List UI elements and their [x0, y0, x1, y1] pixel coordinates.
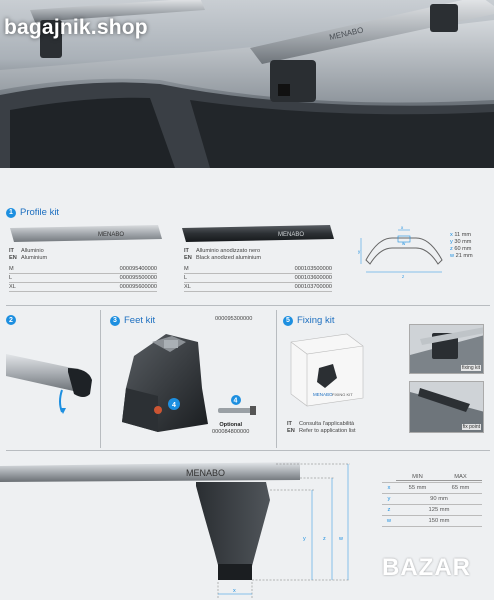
svg-text:w: w: [402, 241, 406, 246]
fixing-kit-title: 5 Fixing kit: [283, 315, 334, 326]
fixing-kit-box-illustration: MENABO FIXING KIT: [290, 333, 364, 407]
table-row: MIN MAX: [382, 472, 482, 483]
svg-text:z: z: [402, 274, 405, 279]
feet-kit-title: 3 Feet kit: [110, 315, 155, 326]
optional-bolt-illustration: 4: [218, 395, 256, 415]
bazar-watermark: BAZAR: [382, 554, 471, 581]
watermark-text: bagajnik.shop: [4, 16, 148, 39]
fixing-kit-label: fixing kit: [460, 365, 481, 371]
feet-badge: 4: [172, 402, 176, 409]
svg-text:y: y: [358, 249, 361, 254]
table-row: w 150 mm: [382, 516, 482, 527]
optional-info: Optional 000084800000: [212, 422, 250, 435]
black-profile-bar: MENABO: [182, 225, 334, 242]
section-2-title: 2: [6, 315, 16, 325]
profile-brand-text: MENABO: [98, 232, 124, 238]
profile-kit-title: 1 Profile kit: [6, 207, 59, 218]
divider: [100, 310, 101, 448]
divider: [6, 305, 490, 306]
fixing-kit-photo: fixing kit: [409, 324, 484, 374]
bar-brand-text: MENABO: [186, 468, 225, 478]
bar-end-illustration: [6, 354, 92, 414]
foot-illustration: 4: [122, 334, 208, 432]
fix-point-label: fix point: [461, 424, 481, 430]
table-row: y 90 mm: [382, 494, 482, 505]
product-photo: MENABO bagajnik.shop: [0, 0, 494, 168]
dim-label-z: z: [323, 536, 326, 542]
section-number: 1: [6, 207, 16, 218]
silver-profile-bar: MENABO: [10, 225, 162, 242]
car-roof-illustration: MENABO: [0, 0, 494, 168]
svg-text:MENABO: MENABO: [278, 232, 304, 238]
divider: [6, 450, 490, 451]
table-row: x 55 mm 65 mm: [382, 483, 482, 494]
divider: [276, 310, 277, 448]
box-brand: MENABO: [313, 392, 333, 397]
svg-text:4: 4: [234, 398, 238, 405]
profile-cross-section-diagram: x w y z: [358, 225, 443, 279]
dim-label-w: w: [338, 536, 343, 542]
feet-kit-code: 000095300000: [215, 316, 253, 322]
dim-label-y: y: [303, 536, 306, 542]
table-row: z 125 mm: [382, 505, 482, 516]
svg-text:FIXING KIT: FIXING KIT: [332, 392, 353, 397]
fix-point-photo: fix point: [409, 381, 484, 433]
bar-dimensions-diagram: MENABO y z w x: [0, 462, 350, 598]
dimensions-table: MIN MAX x 55 mm 65 mm y 90 mm z 125 mm w…: [382, 472, 482, 527]
dim-label-x: x: [233, 588, 236, 594]
svg-text:x: x: [401, 225, 404, 230]
profile-dimensions-list: x 11 mm y 30 mm z 60 mm w 21 mm: [450, 232, 473, 259]
